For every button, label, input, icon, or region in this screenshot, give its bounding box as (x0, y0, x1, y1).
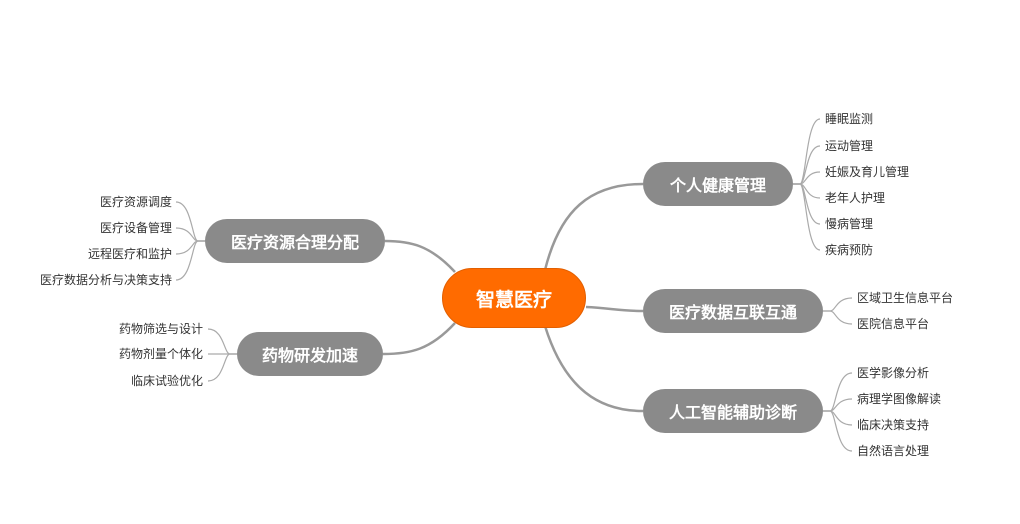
leaf-node[interactable]: 远程医疗和监护 (87, 247, 172, 261)
leaf-node[interactable]: 妊娠及育儿管理 (825, 165, 910, 179)
branch-node-ai-diagnosis[interactable]: 人工智能辅助诊断 (643, 389, 823, 433)
branch-label: 医疗数据互联互通 (668, 303, 797, 322)
branch-label: 医疗资源合理分配 (230, 233, 359, 252)
branch-node-resource-allocation[interactable]: 医疗资源合理分配 (205, 219, 385, 263)
leaf-node[interactable]: 医疗设备管理 (99, 221, 172, 235)
leaf-node[interactable]: 区域卫生信息平台 (857, 291, 954, 305)
leaf-node[interactable]: 临床试验优化 (130, 374, 203, 388)
leaf-node[interactable]: 运动管理 (825, 139, 874, 153)
leaf-node[interactable]: 睡眠监测 (825, 112, 874, 126)
leaf-node[interactable]: 医院信息平台 (857, 317, 930, 331)
branch-node-data-interconnect[interactable]: 医疗数据互联互通 (643, 289, 823, 333)
root-node[interactable]: 智慧医疗 (442, 268, 586, 328)
leaf-node[interactable]: 老年人护理 (825, 191, 886, 205)
branch-node-drug-development[interactable]: 药物研发加速 (237, 332, 383, 376)
leaf-node[interactable]: 自然语言处理 (857, 444, 930, 458)
branch-node-personal-health[interactable]: 个人健康管理 (643, 162, 793, 206)
leaf-node[interactable]: 医学影像分析 (857, 366, 930, 380)
leaf-node[interactable]: 临床决策支持 (857, 418, 930, 432)
leaf-node[interactable]: 医疗资源调度 (99, 195, 172, 209)
leaf-node[interactable]: 药物剂量个体化 (118, 347, 203, 361)
leaf-node[interactable]: 医疗数据分析与决策支持 (39, 273, 172, 287)
root-label: 智慧医疗 (475, 288, 552, 311)
leaf-node[interactable]: 药物筛选与设计 (118, 322, 203, 336)
branch-label: 药物研发加速 (261, 346, 358, 365)
leaf-node[interactable]: 病理学图像解读 (857, 392, 942, 406)
leaf-node[interactable]: 慢病管理 (825, 217, 874, 231)
leaf-node[interactable]: 疾病预防 (825, 243, 874, 257)
branch-label: 人工智能辅助诊断 (668, 403, 797, 422)
branch-label: 个人健康管理 (669, 176, 766, 195)
